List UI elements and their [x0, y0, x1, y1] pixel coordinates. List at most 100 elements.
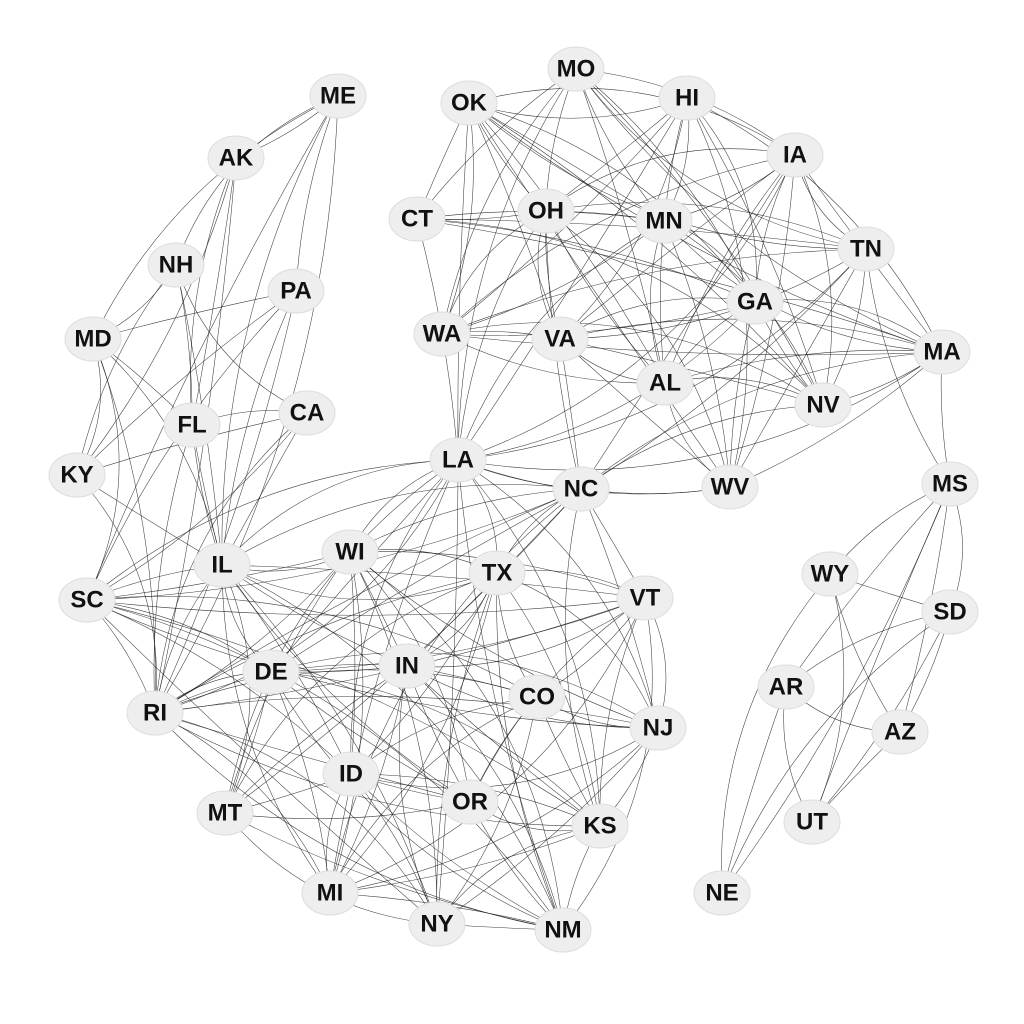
node-label: DE [254, 659, 287, 686]
graph-edge [221, 564, 471, 803]
graph-edge [811, 483, 951, 823]
graph-edge [721, 686, 787, 894]
graph-edge [663, 220, 943, 353]
graph-edge [468, 102, 731, 488]
graph-edge [441, 322, 824, 406]
node-label: TN [850, 236, 882, 263]
graph-node-wi: WI [321, 529, 379, 575]
node-label: PA [280, 278, 312, 305]
graph-node-ne: NE [693, 870, 751, 916]
graph-edge [436, 825, 601, 925]
graph-edge [545, 210, 731, 488]
graph-edge [575, 68, 756, 303]
graph-edge [86, 599, 438, 925]
graph-edge [686, 97, 943, 353]
graph-edge [457, 301, 756, 461]
graph-edge [457, 220, 665, 461]
node-halo [837, 226, 895, 272]
graph-edge [468, 102, 665, 222]
node-label: NM [544, 917, 581, 944]
graph-node-ar: AR [757, 664, 815, 710]
graph-edge [154, 712, 564, 931]
node-label: MS [932, 471, 968, 498]
graph-edge [599, 597, 646, 827]
graph-edge [221, 290, 297, 566]
node-label: FL [177, 412, 206, 439]
graph-edge [86, 599, 352, 775]
node-label: KS [583, 813, 616, 840]
graph-edge [721, 611, 951, 894]
node-label: CT [401, 206, 433, 233]
graph-edge [270, 671, 331, 894]
node-label: NC [564, 476, 599, 503]
graph-edge [468, 97, 688, 119]
graph-edge [811, 573, 845, 823]
graph-edge [221, 564, 251, 814]
graph-edge [663, 220, 731, 488]
node-halo [766, 132, 824, 178]
graph-edge [153, 424, 193, 714]
graph-edge [76, 264, 177, 476]
graph-edge [224, 801, 471, 820]
graph-node-md: MD [64, 316, 122, 362]
graph-node-va: VA [531, 316, 589, 362]
graph-edge [436, 727, 659, 925]
graph-edge [496, 572, 564, 931]
node-halo [635, 198, 693, 244]
node-label: SC [70, 587, 103, 614]
graph-edge [441, 68, 577, 335]
node-label: MA [923, 339, 960, 366]
graph-node-nj: NJ [629, 705, 687, 751]
node-label: NE [705, 880, 738, 907]
graph-edge [221, 564, 331, 894]
node-label: RI [143, 700, 167, 727]
graph-edge [580, 351, 943, 490]
graph-edge [350, 459, 459, 775]
graph-edge [785, 483, 951, 688]
graph-edge [721, 483, 951, 894]
graph-edge [86, 459, 459, 601]
node-halo [701, 464, 759, 510]
graph-edge [457, 68, 577, 461]
graph-node-mn: MN [635, 198, 693, 244]
graph-edge [221, 484, 582, 566]
node-halo [726, 279, 784, 325]
graph-edge [416, 68, 577, 220]
graph-edge [865, 248, 951, 485]
graph-edge [457, 459, 601, 827]
graph-edge [86, 412, 308, 601]
graph-edge [457, 154, 796, 461]
graph-edge [349, 551, 659, 729]
graph-edge [457, 351, 943, 471]
graph-edge [564, 488, 601, 827]
graph-edge [406, 597, 646, 668]
graph-node-ca: CA [278, 390, 336, 436]
graph-edge [729, 248, 867, 488]
graph-edge [441, 333, 943, 356]
node-halo [321, 529, 379, 575]
graph-edge [349, 488, 582, 553]
node-halo [571, 803, 629, 849]
node-halo [913, 329, 971, 375]
graph-edge [224, 812, 564, 931]
graph-node-co: CO [508, 674, 566, 720]
node-halo [468, 550, 526, 596]
graph-edge [154, 290, 297, 714]
node-label: OH [528, 198, 564, 225]
graph-edge [468, 102, 943, 353]
node-halo [48, 452, 106, 498]
node-label: HI [675, 85, 699, 112]
node-halo [193, 542, 251, 588]
graph-node-ny: NY [408, 901, 466, 947]
graph-edge [221, 412, 308, 566]
node-halo [794, 382, 852, 428]
graph-node-ok: OK [440, 80, 498, 126]
node-halo [636, 360, 694, 406]
node-label: OR [452, 789, 488, 816]
graph-node-nv: NV [794, 382, 852, 428]
graph-node-id: ID [322, 751, 380, 797]
node-halo [801, 551, 859, 597]
graph-edge [406, 665, 564, 931]
